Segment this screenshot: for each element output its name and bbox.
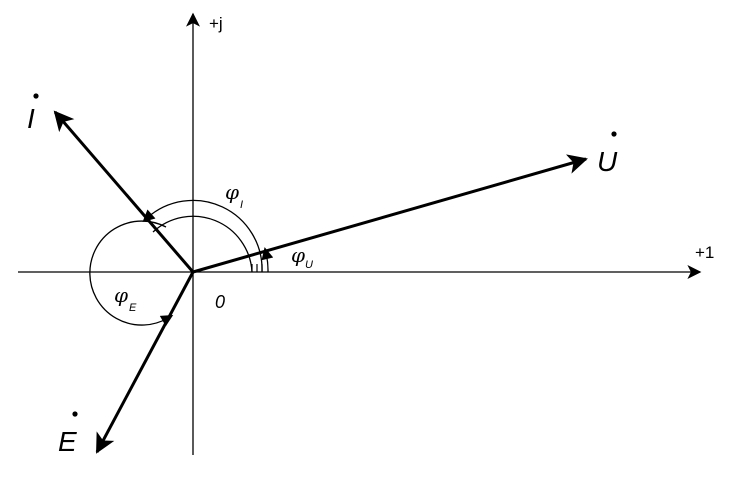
- phasor-i: [53, 110, 195, 273]
- origin-label: 0: [215, 292, 225, 312]
- label-e: E: [58, 411, 78, 457]
- phi-e-arc: [89, 220, 174, 327]
- label-phi-e-subscript: E: [129, 302, 137, 314]
- label-phi-u-symbol: φ: [291, 243, 305, 267]
- label-e-dot: [72, 411, 78, 417]
- phi-i-arc-outer: [142, 199, 263, 273]
- label-u-dot: [611, 131, 617, 137]
- label-u: U: [597, 131, 618, 177]
- label-i: I: [27, 93, 39, 134]
- label-i-dot: [33, 93, 39, 99]
- label-phi-i-subscript: I: [240, 199, 243, 211]
- imaginary-axis-label: +j: [209, 14, 223, 33]
- label-phi-u-subscript: U: [305, 259, 313, 271]
- phi-u-arc: [261, 247, 274, 273]
- label-phi-i-symbol: φ: [225, 180, 239, 204]
- label-phi-u: φ U: [291, 243, 313, 271]
- label-e-text: E: [58, 426, 77, 457]
- label-phi-e: φ E: [114, 283, 137, 314]
- label-u-text: U: [597, 146, 618, 177]
- label-phi-i: φ I: [225, 180, 243, 211]
- real-axis-label: +1: [695, 243, 714, 262]
- phasor-u: [192, 154, 588, 274]
- label-phi-e-symbol: φ: [114, 283, 128, 307]
- phasor-e: [95, 271, 195, 454]
- label-i-text: I: [27, 103, 35, 134]
- phi-i-arc-inner: [152, 215, 253, 273]
